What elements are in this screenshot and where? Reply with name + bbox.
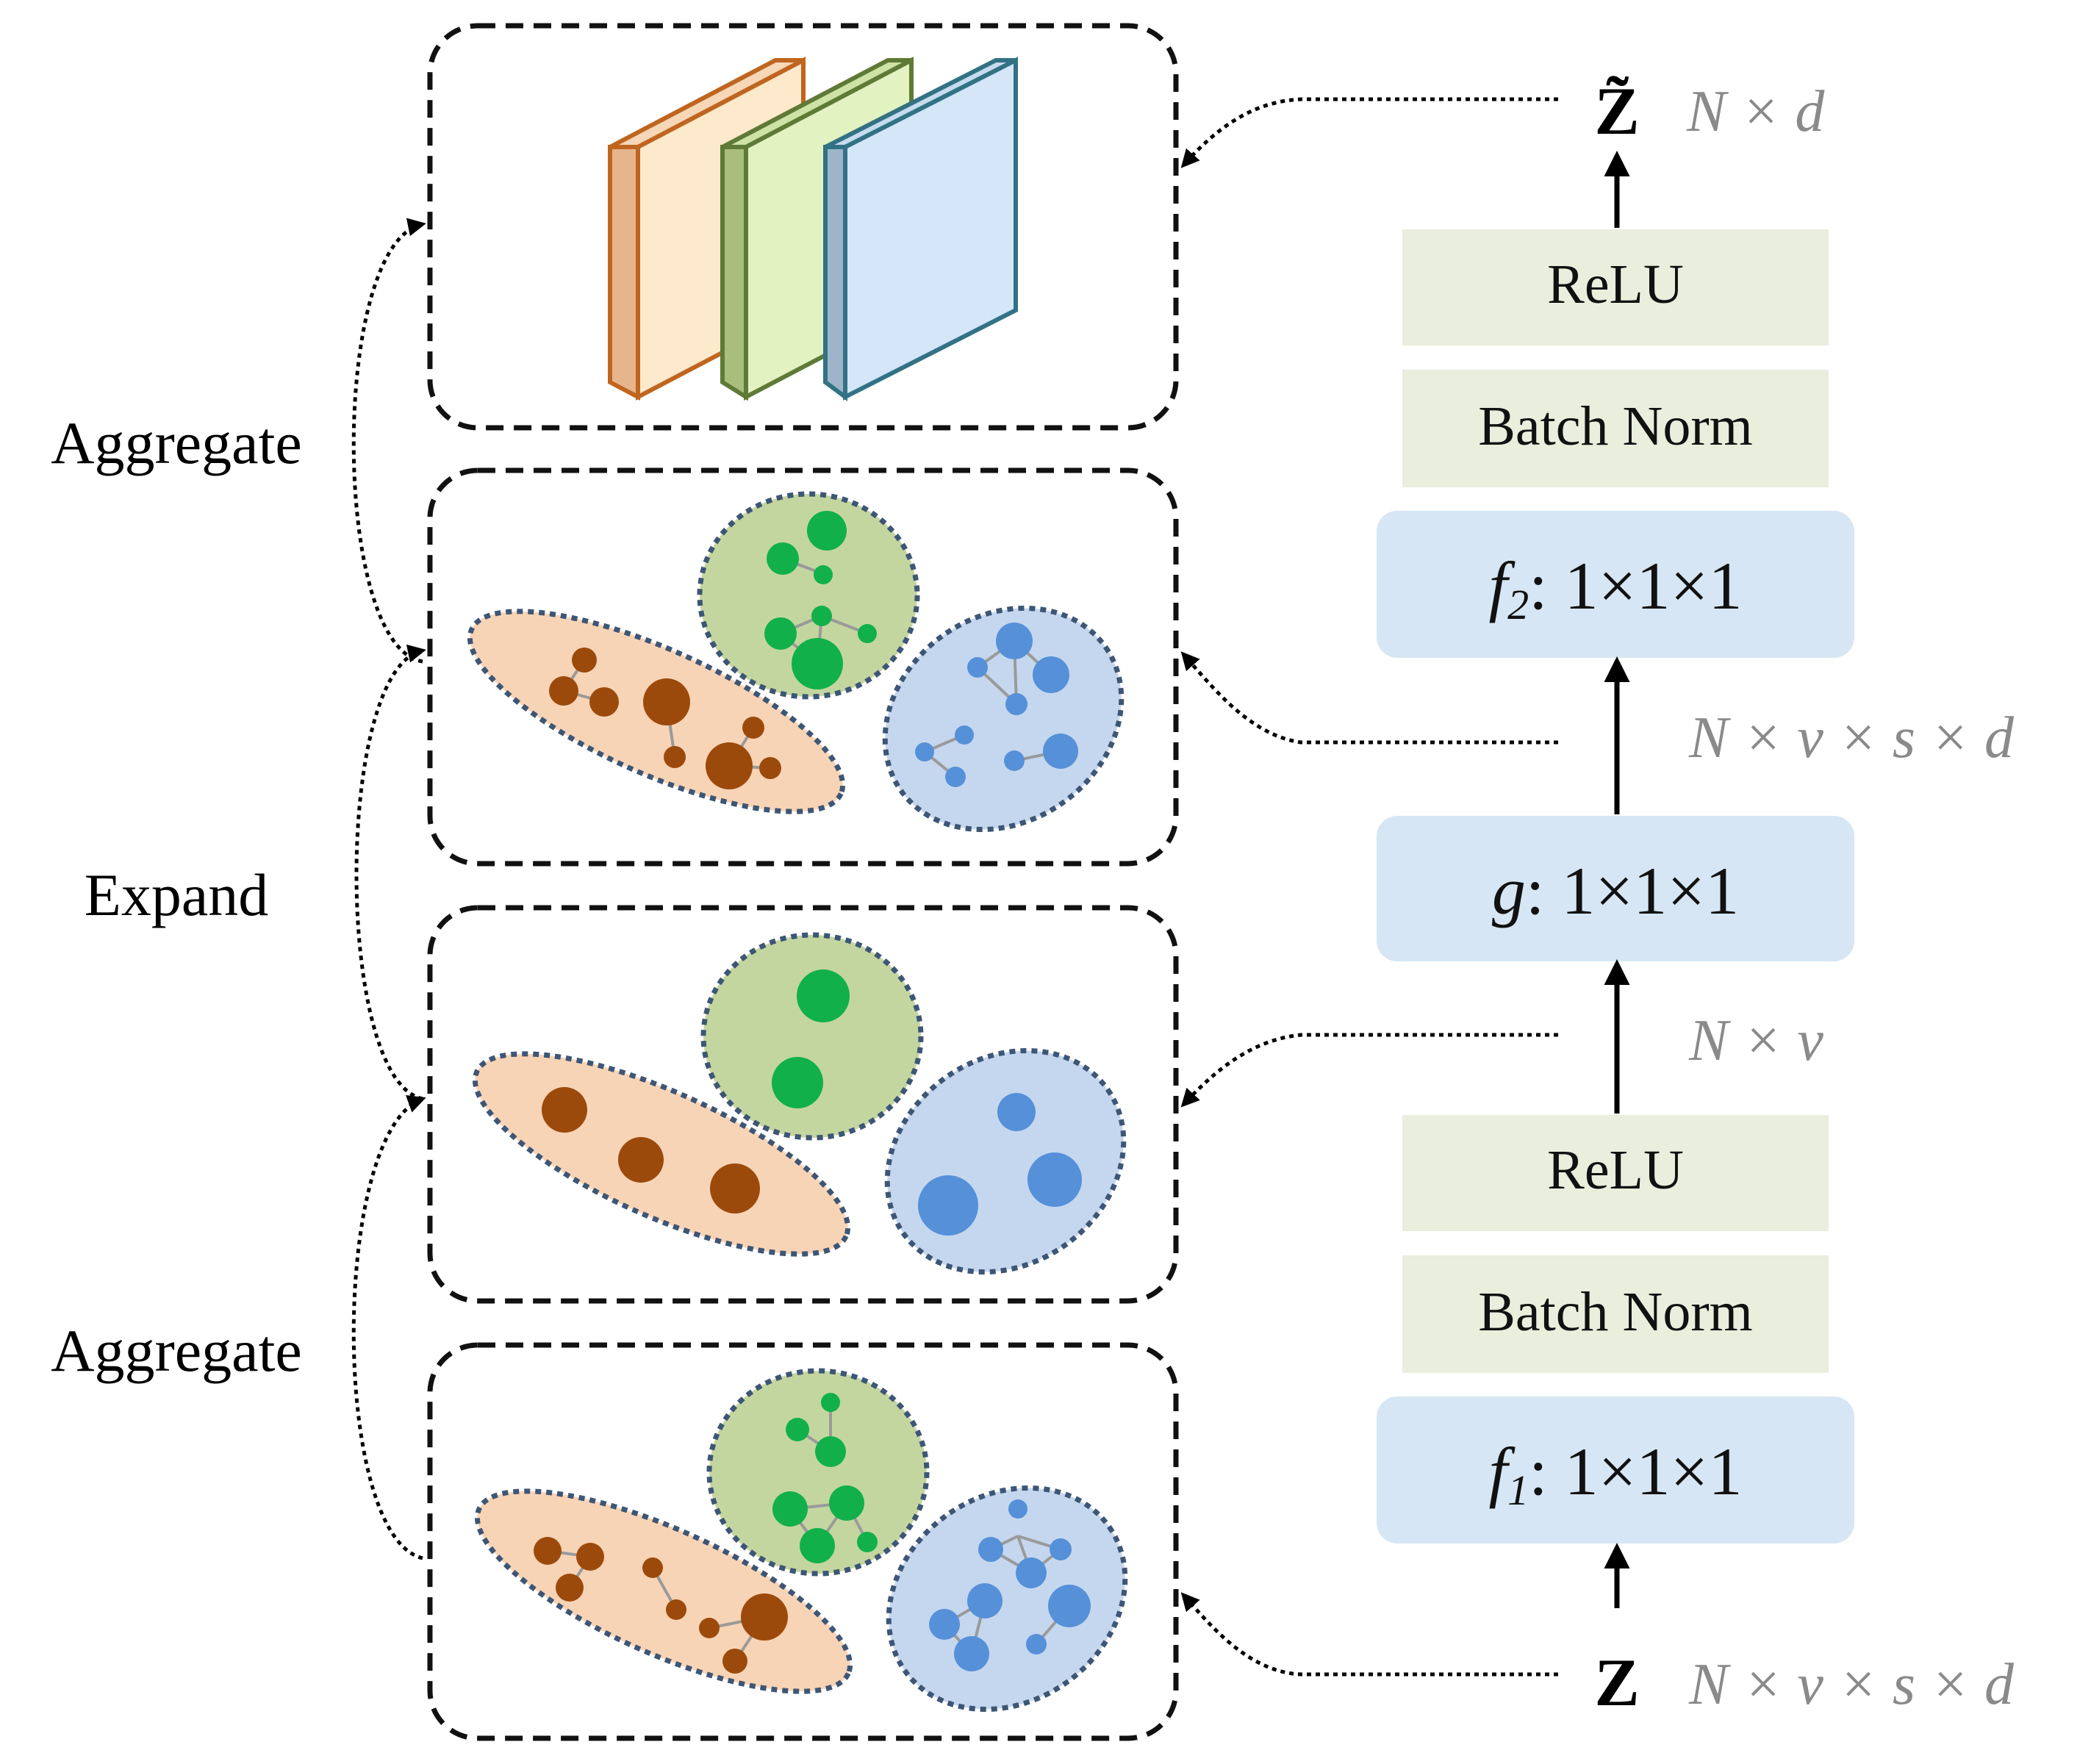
dimension-labels: N × d N × v × s × d N × v N × v × s × d <box>1686 79 2015 1717</box>
f2-block <box>1377 511 1854 658</box>
panel-feature-maps <box>427 23 1179 431</box>
label-aggregate-top: Aggregate <box>51 409 302 476</box>
label-expand: Expand <box>85 861 268 928</box>
feature-map-slabs <box>608 57 1018 401</box>
batchnorm-top-label: Batch Norm <box>1478 395 1753 457</box>
green-region <box>697 491 920 700</box>
relu-bottom-block <box>1402 1115 1829 1231</box>
blue-nodes <box>915 623 1078 787</box>
green-region <box>706 1368 930 1577</box>
label-aggregate-bottom: Aggregate <box>51 1317 302 1384</box>
aggregate-top-arrow <box>351 218 426 664</box>
slab-blue <box>823 57 1018 401</box>
f1-block <box>1377 1396 1854 1544</box>
f1-label: f1: 1×1×1 <box>1489 1434 1743 1514</box>
brown-nodes <box>549 648 781 789</box>
relu-top-block <box>1402 229 1829 345</box>
side-labels: Aggregate Expand Aggregate <box>51 409 302 1384</box>
aggregate-bottom-arrow <box>351 1095 426 1560</box>
g-label: g: 1×1×1 <box>1492 853 1739 928</box>
f1-to-panel3-arrow <box>1180 1033 1558 1108</box>
dim-after-g: N × v × s × d <box>1688 706 2015 770</box>
left-arrows <box>351 218 426 1560</box>
expand-arrow <box>354 644 426 1101</box>
blue-nodes <box>929 1499 1091 1671</box>
dim-output: N × d <box>1686 79 1825 144</box>
brown-nodes <box>542 1087 760 1213</box>
graph-expanded <box>467 491 1125 833</box>
f2-label: f2: 1×1×1 <box>1489 548 1743 628</box>
blue-nodes <box>918 1093 1082 1236</box>
right-arrows <box>1180 97 1558 1677</box>
green-region <box>700 932 924 1141</box>
relu-top-label: ReLU <box>1547 254 1684 315</box>
dim-after-f1: N × v <box>1688 1008 1823 1073</box>
graph-input <box>474 1368 1128 1713</box>
input-symbol: Z <box>1594 1645 1639 1720</box>
panels <box>427 23 1179 1741</box>
batchnorm-bottom-block <box>1402 1255 1829 1373</box>
panel-graph-input <box>427 1342 1179 1741</box>
panel-graph-aggregated <box>427 905 1179 1304</box>
batchnorm-bottom-label: Batch Norm <box>1478 1281 1753 1343</box>
green-nodes <box>772 1393 878 1563</box>
graph-aggregated <box>472 932 1127 1275</box>
pipeline: Z̃ ReLU Batch Norm f2: 1×1×1 g: 1×1×1 Re… <box>1377 74 1854 1720</box>
input-to-panel4-arrow <box>1180 1592 1558 1677</box>
batchnorm-top-block <box>1402 370 1829 487</box>
green-nodes <box>772 969 850 1108</box>
output-symbol: Z̃ <box>1594 74 1639 148</box>
panel-graph-expanded <box>427 467 1179 867</box>
dim-input: N × v × s × d <box>1688 1652 2015 1717</box>
relu-bottom-label: ReLU <box>1547 1139 1684 1201</box>
g-block <box>1377 816 1854 961</box>
g-to-panel2-arrow <box>1180 651 1558 745</box>
green-nodes <box>764 511 877 689</box>
orange-region <box>474 1488 853 1694</box>
output-to-panel1-arrow <box>1180 97 1558 168</box>
brown-nodes <box>534 1537 788 1674</box>
